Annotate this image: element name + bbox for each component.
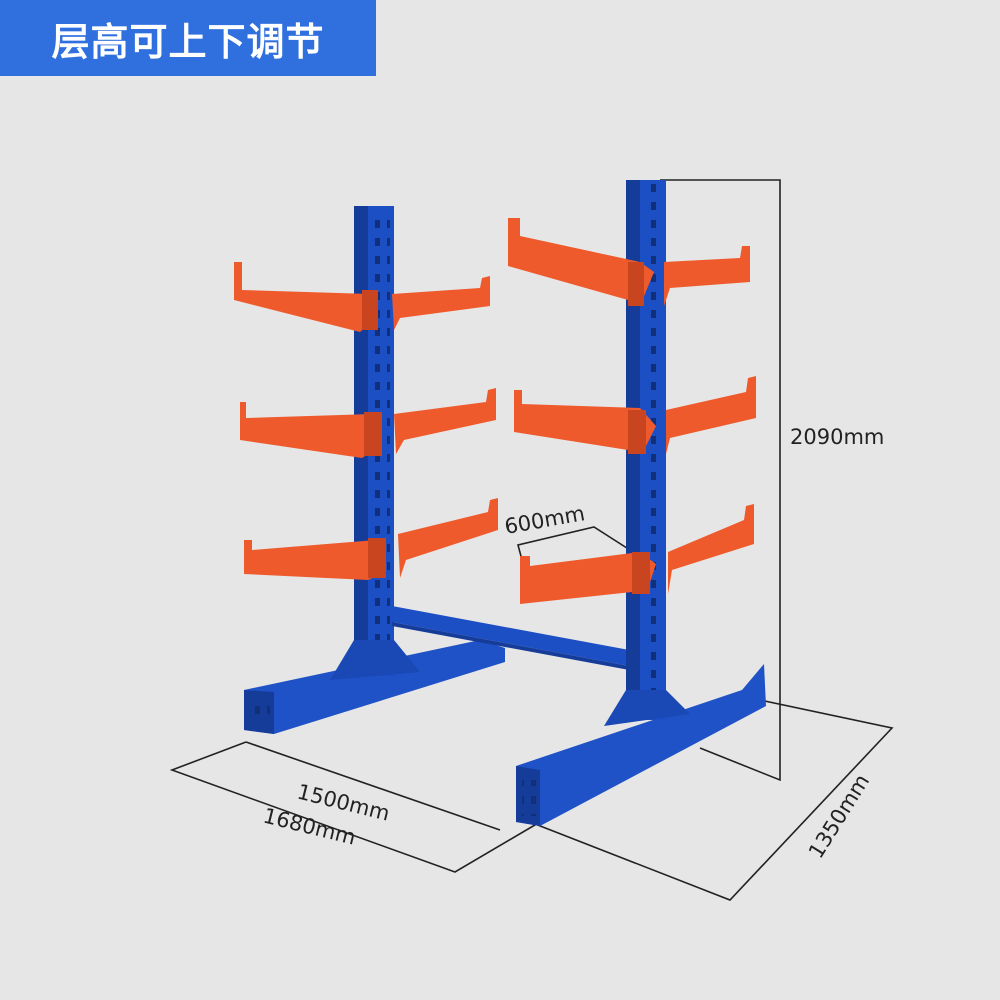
- right-arm-low-left: [520, 552, 656, 604]
- left-arm-top-left: [234, 262, 378, 332]
- right-arm-mid-left: [514, 390, 656, 454]
- right-arm-mid-right: [666, 376, 756, 454]
- left-arm-low-left: [244, 540, 386, 580]
- left-arm-mid-right: [394, 388, 496, 454]
- banner-text: 层高可上下调节: [51, 19, 325, 64]
- cross-beam: [392, 606, 640, 668]
- left-arm-mid-left: [240, 402, 380, 458]
- right-arm-top-left: [508, 218, 654, 306]
- title-banner: 层高可上下调节: [0, 0, 376, 76]
- left-arm-low-right: [398, 498, 498, 578]
- right-arm-top-right: [664, 246, 750, 306]
- arm-length-label: 600mm: [503, 501, 587, 539]
- right-arm-low-right: [668, 504, 754, 594]
- left-base: [244, 640, 505, 734]
- right-column-assembly: [508, 180, 766, 826]
- dimension-lines: [169, 179, 894, 901]
- right-base: [516, 664, 766, 826]
- left-arm-top-right: [392, 276, 490, 330]
- height-label: 2090mm: [790, 425, 884, 449]
- left-column-assembly: [234, 206, 505, 734]
